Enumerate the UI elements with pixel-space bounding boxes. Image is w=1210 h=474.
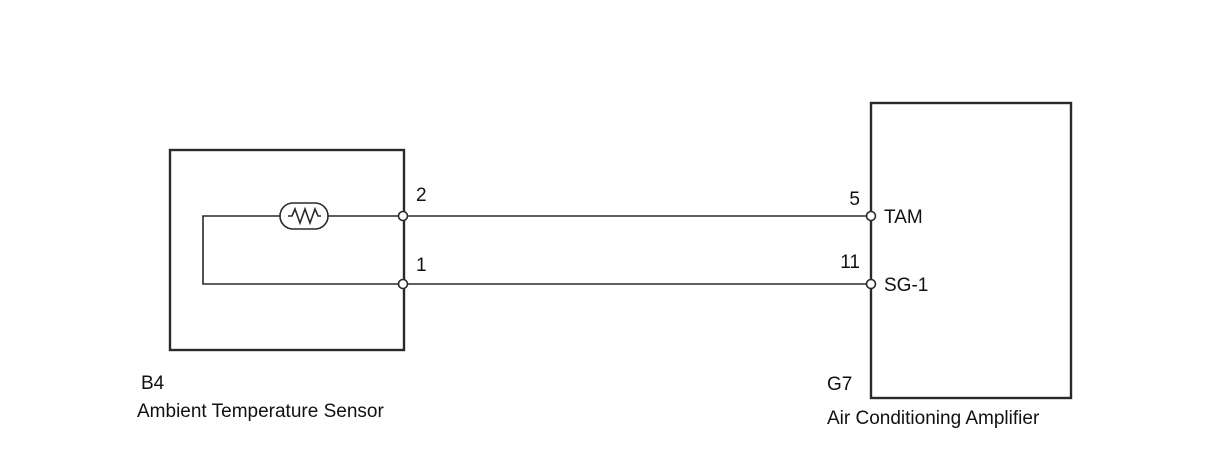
sensor-pin-1: 1	[416, 255, 427, 276]
amplifier-pin-name-sg1: SG-1	[884, 275, 928, 296]
sensor-code: B4	[141, 373, 165, 394]
amplifier-box	[869, 101, 1073, 400]
amplifier-pin-11: 11	[840, 252, 860, 273]
terminal-circle-icon	[397, 210, 409, 222]
sensor-pin-2: 2	[416, 185, 427, 206]
amplifier-pin-name-tam: TAM	[884, 207, 923, 228]
terminal-circle-icon	[865, 278, 877, 290]
sensor-internal-wire	[202, 215, 398, 285]
amplifier-code: G7	[827, 374, 852, 395]
amplifier-name: Air Conditioning Amplifier	[827, 408, 1040, 429]
sensor-box	[168, 148, 406, 352]
sensor-name: Ambient Temperature Sensor	[137, 401, 384, 422]
terminal-circle-icon	[865, 210, 877, 222]
terminal-circle-icon	[397, 278, 409, 290]
amplifier-pin-5: 5	[849, 189, 860, 210]
thermistor-icon	[279, 202, 329, 230]
